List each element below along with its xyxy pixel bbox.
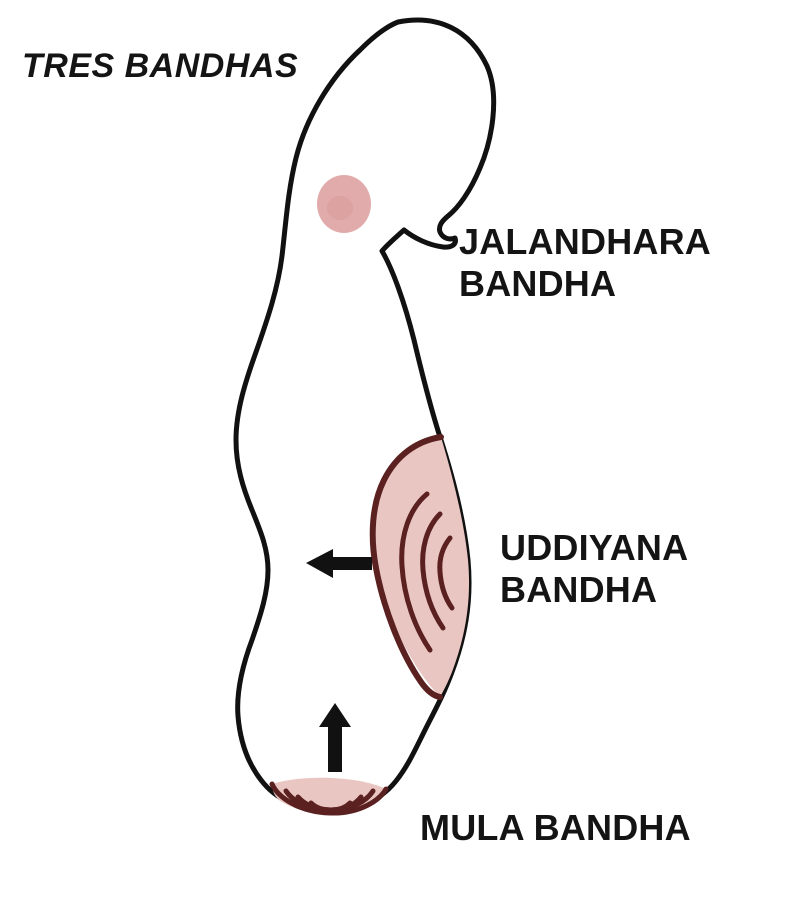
mula-region-edge bbox=[269, 781, 389, 816]
jalandhara-bandha-label: JALANDHARA BANDHA bbox=[459, 221, 711, 304]
uddiyana-bandha-label: UDDIYANA BANDHA bbox=[500, 527, 689, 610]
page-title: TRES BANDHAS bbox=[22, 47, 299, 85]
body-outline-path bbox=[233, 17, 497, 815]
uddiyana-arrow-shape bbox=[306, 549, 372, 578]
uddiyana-arc-2 bbox=[420, 511, 446, 631]
uddiyana-region-edge bbox=[369, 434, 444, 700]
uddiyana-abdomen-region bbox=[369, 434, 470, 700]
mula-arrow-shape bbox=[319, 703, 351, 772]
uddiyana-arc-1 bbox=[399, 491, 433, 653]
uddiyana-arrow bbox=[306, 549, 372, 578]
mula-bandha-label: MULA BANDHA bbox=[420, 807, 691, 848]
mula-pelvic-floor-region bbox=[269, 777, 389, 816]
mula-arc-3 bbox=[308, 800, 353, 813]
jalandhara-throat-spot-core bbox=[327, 196, 353, 220]
uddiyana-arc-3 bbox=[437, 535, 455, 611]
mula-arrow bbox=[319, 703, 351, 772]
